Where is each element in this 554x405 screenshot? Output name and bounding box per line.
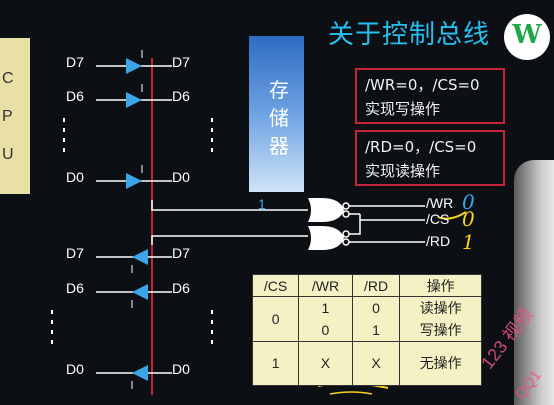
read-enable-wire	[151, 235, 308, 245]
handwritten-cs-value: 0	[462, 207, 475, 231]
col-header-op: 操作	[399, 273, 482, 298]
handwritten-underline	[329, 391, 373, 395]
lower-right-d7: D7	[172, 245, 190, 261]
read-condition-box: /RD=0，/CS=0 实现读操作	[355, 130, 505, 186]
table-row: 0 1 写操作	[253, 318, 482, 342]
cpu-letter-u: U	[2, 146, 14, 163]
read-condition-result: 实现读操作	[365, 162, 441, 180]
upper-right-d0: D0	[172, 169, 190, 185]
cell-rd: X	[351, 340, 401, 387]
memory-label-char-1: 存	[269, 78, 289, 102]
tri-state-buffer-icon	[96, 50, 172, 74]
lower-left-d0: D0	[66, 361, 84, 377]
handwritten-rd-value: 1	[462, 230, 475, 254]
cpu-letter-c: C	[2, 70, 14, 87]
upper-left-d6: D6	[66, 88, 84, 104]
memory-block	[249, 36, 304, 192]
tri-state-buffer-icon	[96, 165, 172, 189]
write-condition-box: /WR=0，/CS=0 实现写操作	[355, 68, 505, 124]
truth-table-header-row: /CS /WR /RD 操作	[251, 273, 482, 298]
cell-op: 无操作	[399, 340, 482, 387]
presenter-silhouette	[514, 160, 554, 405]
upper-left-d0: D0	[66, 169, 84, 185]
upper-right-d6: D6	[172, 88, 190, 104]
tri-state-buffer-icon	[96, 284, 172, 308]
handwritten-wr-value: 0	[462, 190, 475, 214]
col-header-wr: /WR	[298, 273, 353, 298]
tri-state-buffer-icon	[96, 249, 172, 273]
cell-wr: X	[298, 340, 353, 387]
write-condition-result: 实现写操作	[365, 100, 441, 118]
cell-rd: 0	[351, 296, 401, 319]
signal-cs-label: /CS	[426, 211, 450, 227]
cell-wr: 0	[298, 318, 353, 342]
cell-wr: 1	[298, 296, 353, 319]
memory-label-char-2: 储	[269, 106, 289, 130]
gate-input-label: 1	[258, 196, 266, 212]
truth-table: /CS /WR /RD 操作 0 1 0 读操作 0 1 写操作 1 X X 无…	[251, 273, 482, 387]
or-gate-icon	[308, 226, 350, 250]
signal-rd-label: /RD	[426, 233, 451, 249]
cell-rd: 1	[351, 318, 401, 342]
signal-wr-label: /WR	[426, 195, 454, 211]
cpu-letter-p: P	[2, 108, 13, 125]
logo-mark: W	[512, 20, 542, 50]
tri-state-buffer-icon	[96, 84, 172, 108]
table-row: 1 X X 无操作	[251, 340, 482, 387]
slide-title: 关于控制总线	[328, 20, 491, 50]
lower-right-d0: D0	[172, 361, 190, 377]
col-header-cs: /CS	[251, 273, 300, 298]
cell-op: 写操作	[399, 318, 482, 342]
write-condition-line: /WR=0，/CS=0	[365, 76, 480, 94]
leaf-logo-icon: W	[504, 14, 550, 60]
lower-left-d6: D6	[66, 280, 84, 296]
or-gate-icon	[308, 198, 350, 222]
upper-left-d7: D7	[66, 54, 84, 70]
cpu-block	[0, 38, 30, 194]
memory-label-char-3: 器	[269, 134, 289, 158]
tri-state-buffer-icon	[96, 365, 172, 389]
upper-right-d7: D7	[172, 54, 190, 70]
lower-right-d6: D6	[172, 280, 190, 296]
cs-wire	[359, 214, 425, 221]
cell-cs: 0	[251, 296, 300, 342]
cell-op: 读操作	[399, 296, 482, 319]
col-header-rd: /RD	[351, 273, 401, 298]
table-row: 0 1 0 读操作	[251, 296, 482, 342]
lower-left-d7: D7	[66, 245, 84, 261]
read-condition-line: /RD=0，/CS=0	[365, 138, 477, 156]
handwritten-underline	[437, 211, 467, 220]
write-enable-wire	[151, 200, 308, 211]
cell-cs: 1	[251, 340, 300, 387]
